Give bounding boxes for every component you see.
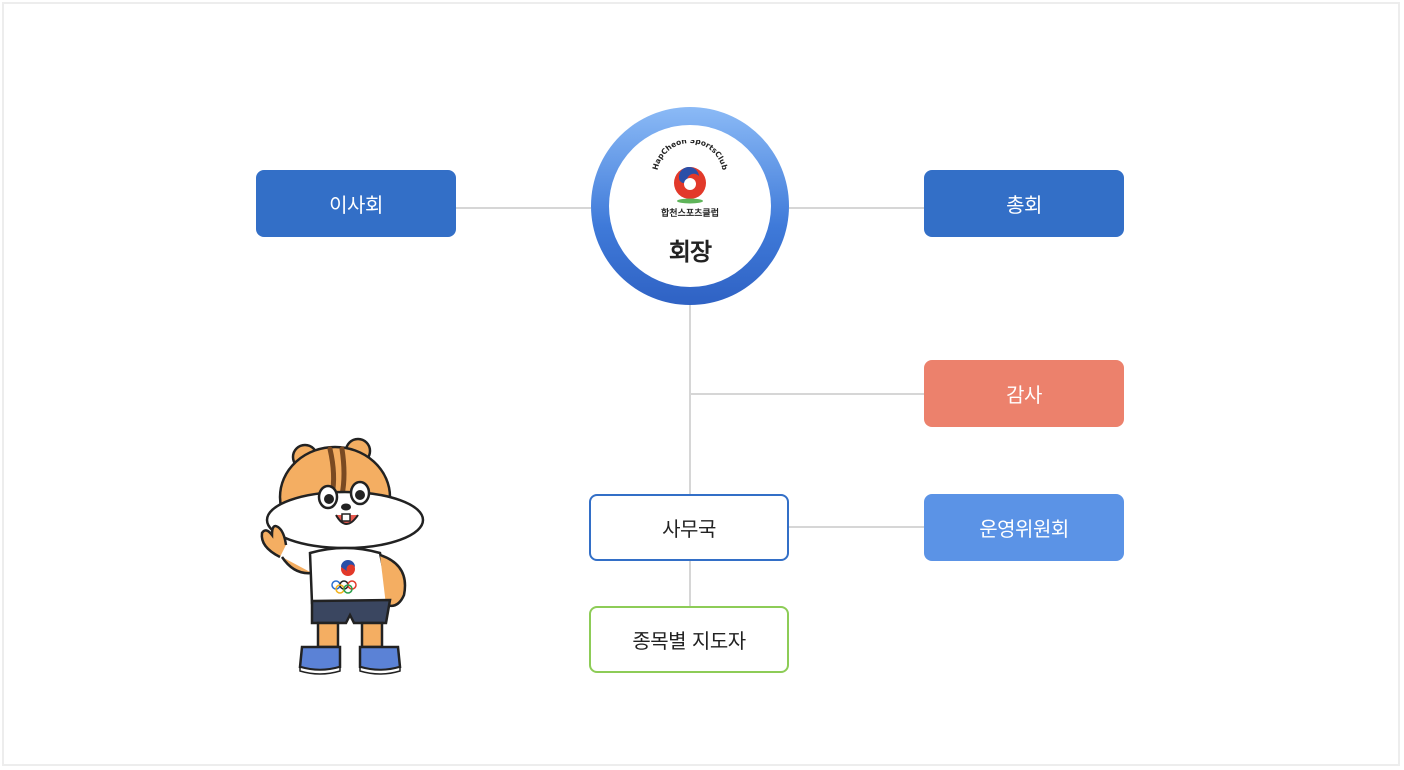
president-node-inner [609,125,771,287]
connector-trunk [689,305,691,495]
connector-committee [789,526,924,528]
steering-committee-box[interactable]: 운영위원회 [924,494,1124,561]
general-assembly-box[interactable]: 총회 [924,170,1124,237]
connector-coaches [689,560,691,606]
connector-board [456,207,591,209]
logo-arc-text: HapCheon SportsClub [651,140,730,172]
auditor-box[interactable]: 감사 [924,360,1124,427]
club-logo: HapCheon SportsClub 합천스포츠클럽 [651,140,730,219]
president-node[interactable] [591,107,789,305]
president-label: 회장 [668,238,712,266]
logo-name-text: 합천스포츠클럽 [661,207,719,219]
board-box[interactable]: 이사회 [256,170,456,237]
svg-text:HapCheon SportsClub: HapCheon SportsClub [651,140,730,172]
secretariat-box[interactable]: 사무국 [589,494,789,561]
connector-auditor [690,393,924,395]
connector-assembly [789,207,924,209]
coaches-box[interactable]: 종목별 지도자 [589,606,789,673]
chipmunk-mascot [260,437,425,675]
